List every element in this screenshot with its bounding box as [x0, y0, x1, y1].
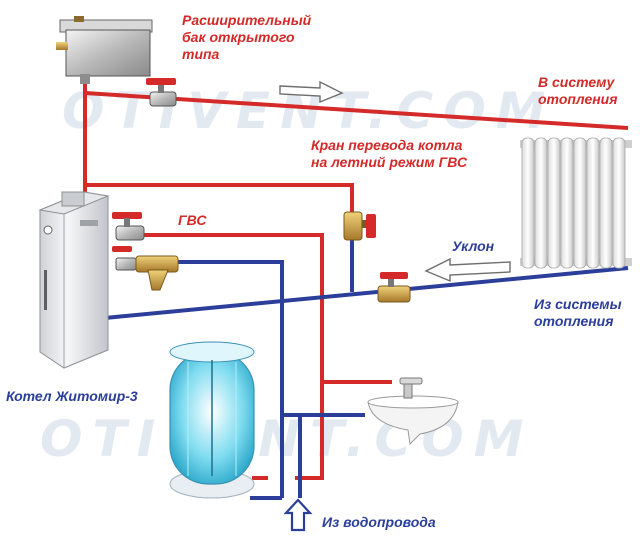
label-expansion-tank-line1: Расширительный [182, 12, 312, 28]
label-boiler: Котел Житомир-3 [6, 388, 138, 404]
radiator [520, 137, 632, 269]
label-to-heating-line1: В систему [538, 74, 615, 90]
return-pipes [104, 238, 629, 500]
flow-arrow-slope [424, 257, 511, 283]
main-return-pipe [104, 266, 629, 320]
flow-arrow-supply [279, 80, 344, 104]
return-ball-valve [377, 272, 411, 303]
bypass-supply-pipe [85, 183, 354, 212]
summer-mode-valve [343, 211, 376, 241]
label-slope: Уклон [452, 238, 495, 254]
expansion-tank [56, 16, 153, 84]
cold-inlet-filter [112, 246, 179, 291]
dhw-outlet-valve [112, 212, 145, 241]
label-from-heating-line2: отопления [534, 313, 614, 329]
label-expansion-tank-line3: типа [182, 46, 220, 62]
label-to-heating: В систему отопления [538, 74, 617, 108]
label-from-water-supply: Из водопровода [322, 514, 436, 530]
cold-pipe-sink [178, 260, 365, 417]
wash-basin [367, 377, 459, 446]
boiler-body [38, 191, 110, 369]
label-to-heating-line2: отопления [538, 91, 618, 107]
label-expansion-tank-line2: бак открытого [182, 29, 295, 45]
label-summer-valve-line1: Кран перевода котла [311, 137, 463, 153]
shower-cabin [169, 341, 255, 499]
label-summer-valve: Кран перевода котла на летний режим ГВС [311, 137, 467, 171]
supply-ball-valve [146, 78, 177, 107]
water-inlet-arrow [283, 498, 313, 532]
label-from-heating-line1: Из системы [534, 296, 622, 312]
label-expansion-tank: Расширительный бак открытого типа [182, 12, 311, 63]
label-dhw: ГВС [178, 212, 207, 228]
label-summer-valve-line2: на летний режим ГВС [311, 154, 468, 170]
label-from-heating: Из системы отопления [534, 296, 622, 330]
dhw-pipe-sink [142, 233, 392, 384]
